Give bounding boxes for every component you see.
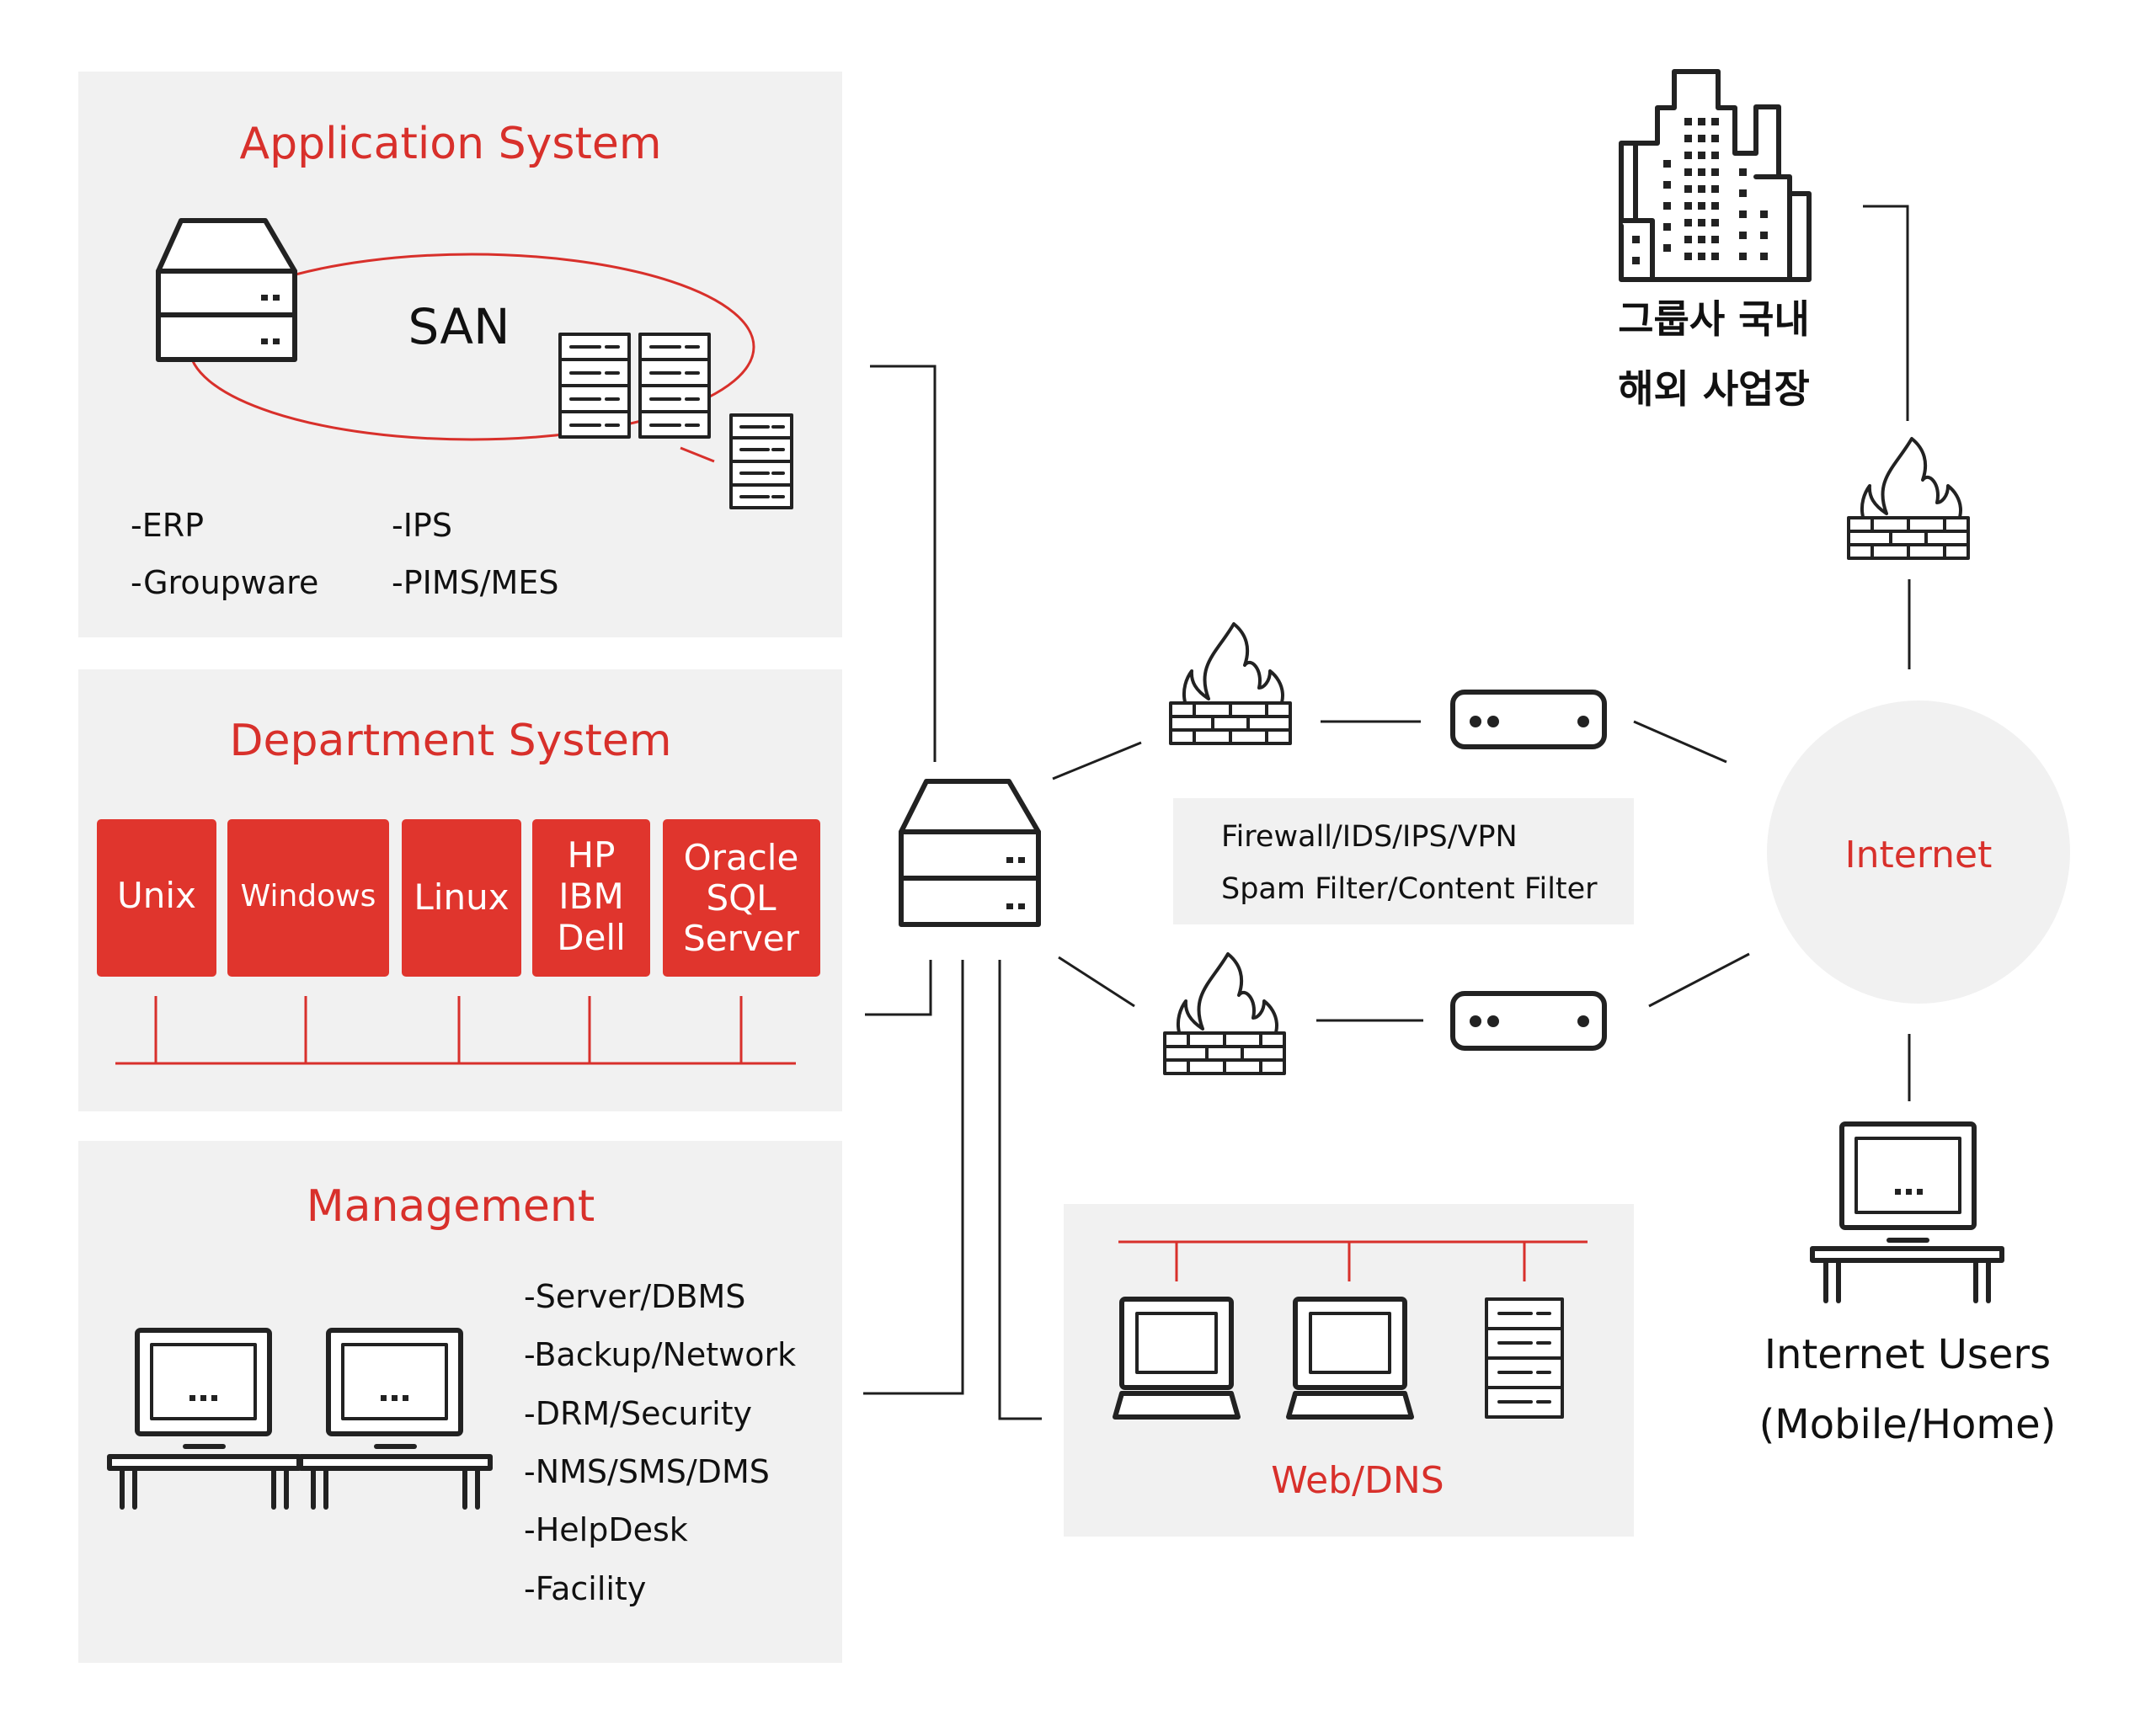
router-icon — [1450, 690, 1607, 749]
os-label-unix: Unix — [117, 875, 196, 916]
internet-label: Internet — [1845, 834, 1993, 876]
mgmt-item-backup-network: -Backup/Network — [524, 1336, 796, 1373]
firewall-icon — [1163, 952, 1286, 1075]
firewall-icon — [1169, 622, 1292, 745]
os-label-ibm: IBM — [558, 876, 623, 917]
mgmt-item-drm-security: -DRM/Security — [524, 1395, 752, 1432]
web-dns-title: Web/DNS — [1271, 1459, 1444, 1502]
os-box-hp-ibm-dell — [532, 819, 650, 977]
workstation-icon — [298, 1328, 493, 1510]
group-line-1: 그룹사 국내 — [1618, 296, 1810, 342]
user-workstation-icon — [1810, 1121, 2004, 1303]
mgmt-item-server-dbms: -Server/DBMS — [524, 1278, 745, 1315]
app-item-groupware: -Groupware — [131, 564, 318, 601]
os-box-linux — [402, 819, 521, 977]
storage-rack-icon — [558, 333, 631, 439]
security-line-2: Spam Filter/Content Filter — [1221, 872, 1598, 906]
firewall-icon — [1847, 437, 1970, 560]
san-label: SAN — [408, 298, 510, 355]
laptop-icon — [1286, 1297, 1414, 1420]
os-box-windows — [227, 819, 389, 977]
security-line-1: Firewall/IDS/IPS/VPN — [1221, 820, 1518, 854]
mgmt-item-nms-sms-dms: -NMS/SMS/DMS — [524, 1453, 770, 1490]
core-server-icon — [899, 779, 1041, 927]
app-item-pims-mes: -PIMS/MES — [392, 564, 558, 601]
storage-rack-icon — [729, 413, 793, 509]
security-info-panel — [1173, 798, 1634, 924]
dns-server-rack-icon — [1485, 1297, 1564, 1419]
internet-node — [1767, 701, 2070, 1004]
os-label-windows: Windows — [241, 879, 376, 914]
group-line-2: 해외 사업장 — [1618, 366, 1810, 412]
san-link — [680, 446, 715, 463]
department-system-title: Department System — [229, 716, 671, 766]
os-label-linux: Linux — [414, 876, 509, 918]
os-label-server: Server — [683, 918, 799, 959]
os-label-hp: HP — [568, 834, 616, 876]
application-system-title: Application System — [240, 119, 662, 169]
os-box-oracle-sql-server — [663, 819, 820, 977]
mgmt-item-helpdesk: -HelpDesk — [524, 1511, 688, 1548]
app-server-icon — [156, 218, 297, 362]
users-line-2: (Mobile/Home) — [1759, 1401, 2057, 1448]
os-label-oracle: Oracle — [684, 837, 799, 878]
storage-rack-icon — [638, 333, 711, 439]
router-icon — [1450, 991, 1607, 1051]
mgmt-item-facility: -Facility — [524, 1570, 646, 1607]
web-dns-bus — [1118, 1240, 1588, 1281]
os-label-dell: Dell — [557, 917, 626, 958]
users-line-1: Internet Users — [1764, 1331, 2051, 1378]
workstation-icon — [107, 1328, 302, 1510]
department-bus — [115, 996, 796, 1065]
os-box-unix — [97, 819, 216, 977]
building-icon — [1619, 69, 1812, 282]
os-label-sql: SQL — [706, 877, 776, 919]
app-item-ips: -IPS — [392, 507, 452, 544]
connection-lines — [863, 205, 1911, 1420]
management-title: Management — [307, 1181, 595, 1232]
laptop-icon — [1113, 1297, 1241, 1420]
app-item-erp: -ERP — [131, 507, 204, 544]
